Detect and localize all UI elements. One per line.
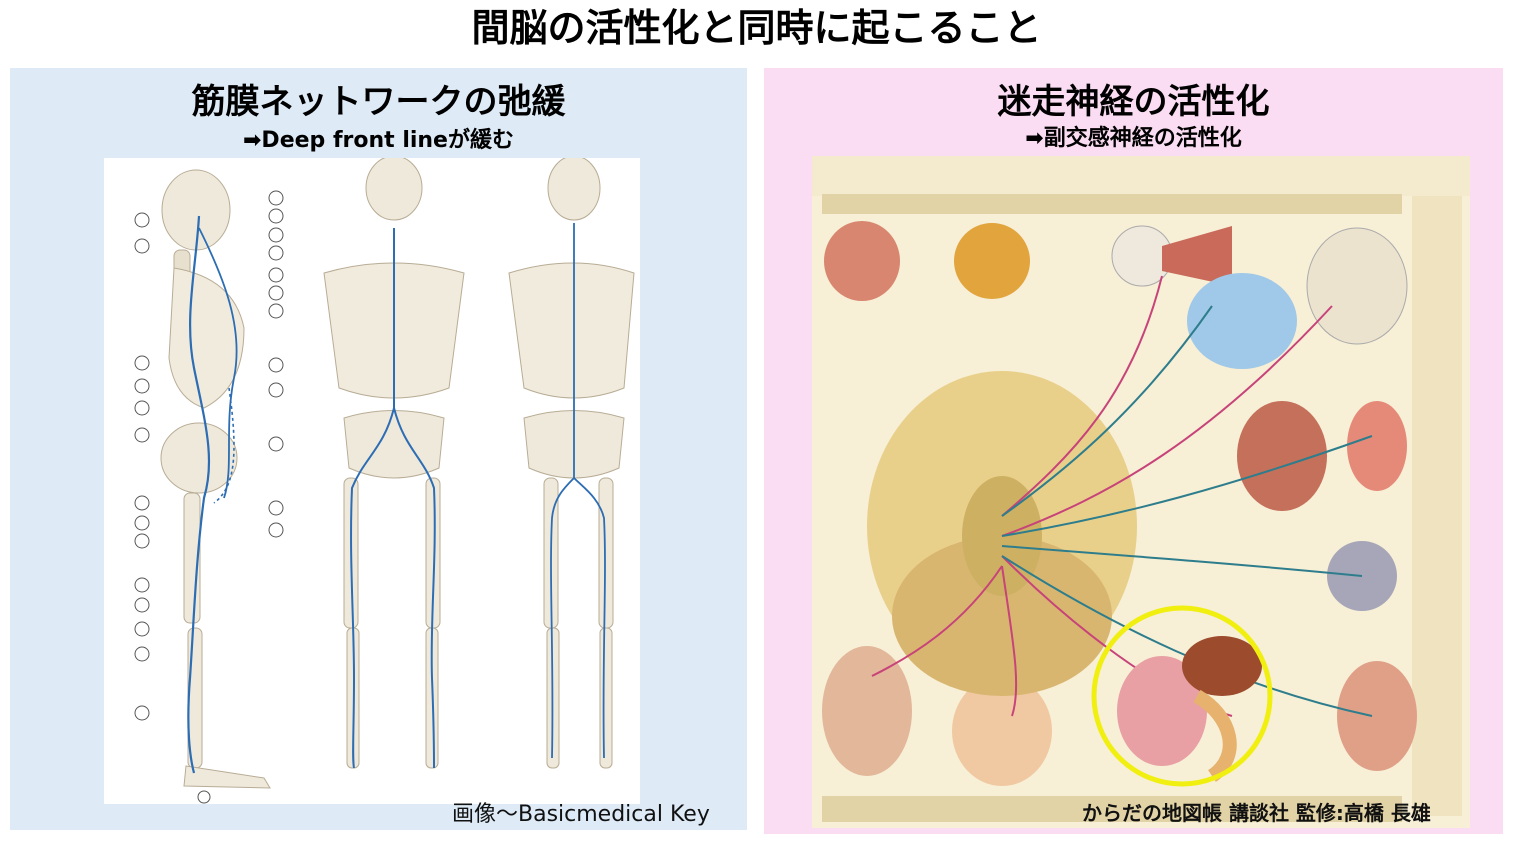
fascia-panel-title: 筋膜ネットワークの弛緩 [191,82,566,122]
fascia-panel-subtitle: ➡Deep front lineが緩む [243,128,514,153]
image-credit: 画像～Basicmedical Key [452,802,710,827]
deep-front-line-illustration [104,158,640,804]
vagus-panel: 迷走神経の活性化 ➡副交感神経の活性化 [764,68,1503,834]
skeleton-figures [134,158,635,804]
vagus-highlight-circle [1091,605,1273,787]
cranial-nerve-chart: からだの地図帳 講談社 監修:高橋 長雄 [812,156,1470,828]
slide-title: 間脳の活性化と同時に起こること [471,6,1042,50]
cranial-nerve-illustration [812,156,1470,822]
skeleton-back-view [508,158,635,769]
skeleton-side-view [160,169,271,789]
vagus-panel-title: 迷走神経の活性化 [997,82,1270,122]
figure-credit: からだの地図帳 講談社 監修:高橋 長雄 [1082,801,1431,825]
vagus-panel-subtitle: ➡副交感神経の活性化 [1025,126,1242,151]
fascia-panel: 筋膜ネットワークの弛緩 ➡Deep front lineが緩む [10,68,747,830]
